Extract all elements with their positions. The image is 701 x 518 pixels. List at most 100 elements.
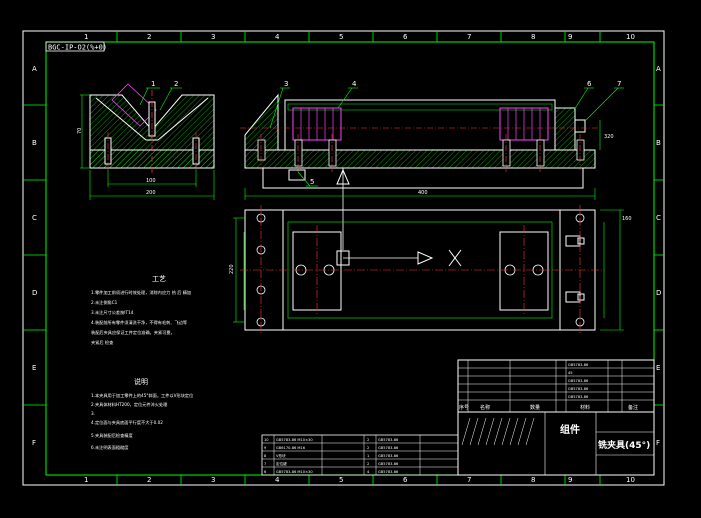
tech-req-line-6: 夹紧后 检查 [91, 339, 114, 346]
title-block-title: 组件 [560, 423, 580, 436]
row-label-c-left: C [32, 214, 37, 222]
row-label-f-right: F [656, 439, 660, 447]
col-label-7: 7 [467, 33, 471, 41]
tech-req-title: 工艺 [152, 275, 166, 283]
bom-row-2-qty: 2 [367, 446, 369, 450]
tech-req-line-1: 1.零件加工前须进行时效处理，消除内应力 热 后 精加 [91, 289, 191, 296]
col-label-bottom-6: 6 [403, 476, 408, 484]
bom-row-3-qty: 1 [367, 454, 369, 458]
col-label-2: 2 [147, 33, 151, 41]
balloon-5: 5 [310, 178, 314, 186]
title-block-drawing-name: 铣夹具(45°) [598, 439, 650, 451]
bom-row-1-no: 10 [264, 438, 269, 442]
notes-title: 说明 [134, 377, 148, 386]
row-label-d-right: D [656, 289, 661, 297]
row-label-b-right: B [656, 139, 661, 147]
col-label-10: 10 [626, 33, 635, 41]
col-label-bottom-2: 2 [147, 476, 151, 484]
bom-row-1-qty: 2 [367, 438, 369, 442]
tech-req-line-3: 3.未注尺寸公差按IT14 [91, 309, 134, 316]
bom-row-2-std: GB5783-86 [378, 446, 399, 450]
bom-row-3-name: V形块 [276, 453, 286, 458]
tech-req-line-5: 装配后夹具应保证工件定位准确，夹紧可靠， [91, 329, 175, 336]
tech-req-line-2: 2.未注倒角C1 [91, 299, 118, 306]
elev-dim-right: 320 [604, 134, 614, 140]
row-label-f-left: F [32, 439, 36, 447]
tb-right-row-1: GB5783-86 [568, 363, 589, 367]
tb-right-row-3: GB5783-86 [568, 379, 589, 383]
bom-row-2-name: GB6170-86 M16 [276, 446, 306, 450]
balloon-1: 1 [151, 80, 155, 88]
notes-line-4: 4.定位面与夹具底面平行度不大于0.02 [91, 419, 163, 426]
notes-line-5: 5.夹具装配后检查精度 [91, 432, 133, 439]
plan-dim-right: 160 [622, 216, 632, 222]
bom-row-5-no: 6 [264, 470, 267, 474]
tb-header-no: 序号 [459, 404, 469, 411]
col-label-1: 1 [84, 33, 88, 41]
row-label-e-left: E [32, 364, 36, 372]
side-view: 100 200 70 1 2 [77, 80, 215, 200]
balloon-2: 2 [174, 80, 178, 88]
bom-row-4-no: 7 [264, 462, 266, 466]
row-label-b-left: B [32, 139, 37, 147]
row-label-d-left: D [32, 289, 37, 297]
bom-row-3-no: 8 [264, 454, 267, 458]
plan-dim-left: 220 [229, 264, 235, 274]
tb-right-row-2: 45 [568, 371, 573, 375]
elev-dim-length: 400 [418, 190, 428, 196]
bom-row-4-std: GB5783-86 [378, 462, 399, 466]
col-label-8: 8 [531, 33, 535, 41]
front-elevation-view: 400 320 3 4 6 7 5 [240, 80, 624, 250]
side-dim-width-inner: 100 [146, 178, 156, 184]
col-label-bottom-1: 1 [84, 476, 88, 484]
bom-row-1-std: GB5783-86 [378, 438, 399, 442]
side-dim-height: 70 [77, 128, 83, 134]
col-label-5: 5 [339, 33, 343, 41]
tech-req-line-4: 4.装配前所有零件须清洗干净，不得有毛刺、飞边等 [91, 319, 187, 326]
notes-line-6: 6.未注明表面粗糙度 [91, 444, 129, 451]
row-label-e-right: E [656, 364, 660, 372]
notes-line-3: 3. [91, 411, 95, 416]
row-label-c-right: C [656, 214, 661, 222]
balloon-3: 3 [284, 80, 288, 88]
bom-row-3-std: GB5783-86 [378, 454, 399, 458]
technical-requirements: 工艺 1.零件加工前须进行时效处理，消除内应力 热 后 精加 2.未注倒角C1 … [91, 275, 191, 346]
balloon-7: 7 [617, 80, 621, 88]
title-block: GB5783-86 45 GB5783-86 GB5783-86 GB5783-… [457, 359, 655, 476]
tb-header-remark: 备注 [628, 404, 638, 411]
balloon-6: 6 [587, 80, 592, 88]
col-label-bottom-9: 9 [568, 476, 572, 484]
bom-row-4-name: 定位键 [276, 461, 287, 466]
col-label-bottom-10: 10 [626, 476, 635, 484]
plan-view: 220 160 [229, 205, 632, 335]
col-label-6: 6 [403, 33, 408, 41]
bom-row-2-no: 9 [264, 446, 267, 450]
col-label-9: 9 [568, 33, 572, 41]
drawing-code-text: BGC-IP-O2(%+0) [48, 44, 107, 52]
tb-header-name: 名称 [480, 404, 490, 411]
bom-row-5-name: GB5783-86 M10×30 [276, 470, 313, 474]
bom-table: 10 GB5783-86 M10×30 2 GB5783-86 9 GB6170… [261, 434, 459, 476]
col-label-bottom-5: 5 [339, 476, 343, 484]
row-label-a-left: A [32, 65, 37, 73]
bom-row-1-name: GB5783-86 M10×30 [276, 438, 313, 442]
tb-header-material: 材料 [580, 404, 590, 411]
col-label-bottom-4: 4 [275, 476, 280, 484]
balloon-4: 4 [352, 80, 357, 88]
col-label-3: 3 [211, 33, 215, 41]
tb-right-row-5: GB5783-86 [568, 395, 589, 399]
side-dim-width-outer: 200 [146, 190, 156, 196]
drawing-code-box: BGC-IP-O2(%+0) [45, 41, 107, 52]
col-label-bottom-7: 7 [467, 476, 471, 484]
col-label-bottom-8: 8 [531, 476, 535, 484]
bom-row-5-std: GB5783-86 [378, 470, 399, 474]
notes-section: 说明 1.本夹具用于加工零件上的45°斜面，工件以V形块定位 2.夹具体材料HT… [91, 377, 193, 451]
bom-row-4-qty: 2 [367, 462, 369, 466]
col-label-4: 4 [275, 33, 280, 41]
col-label-bottom-3: 3 [211, 476, 215, 484]
tb-right-row-4: GB5783-86 [568, 387, 589, 391]
notes-line-2: 2.夹具体材料HT200，定位元件淬火处理 [91, 401, 168, 408]
bom-row-5-qty: 4 [367, 470, 370, 474]
row-label-a-right: A [656, 65, 661, 73]
